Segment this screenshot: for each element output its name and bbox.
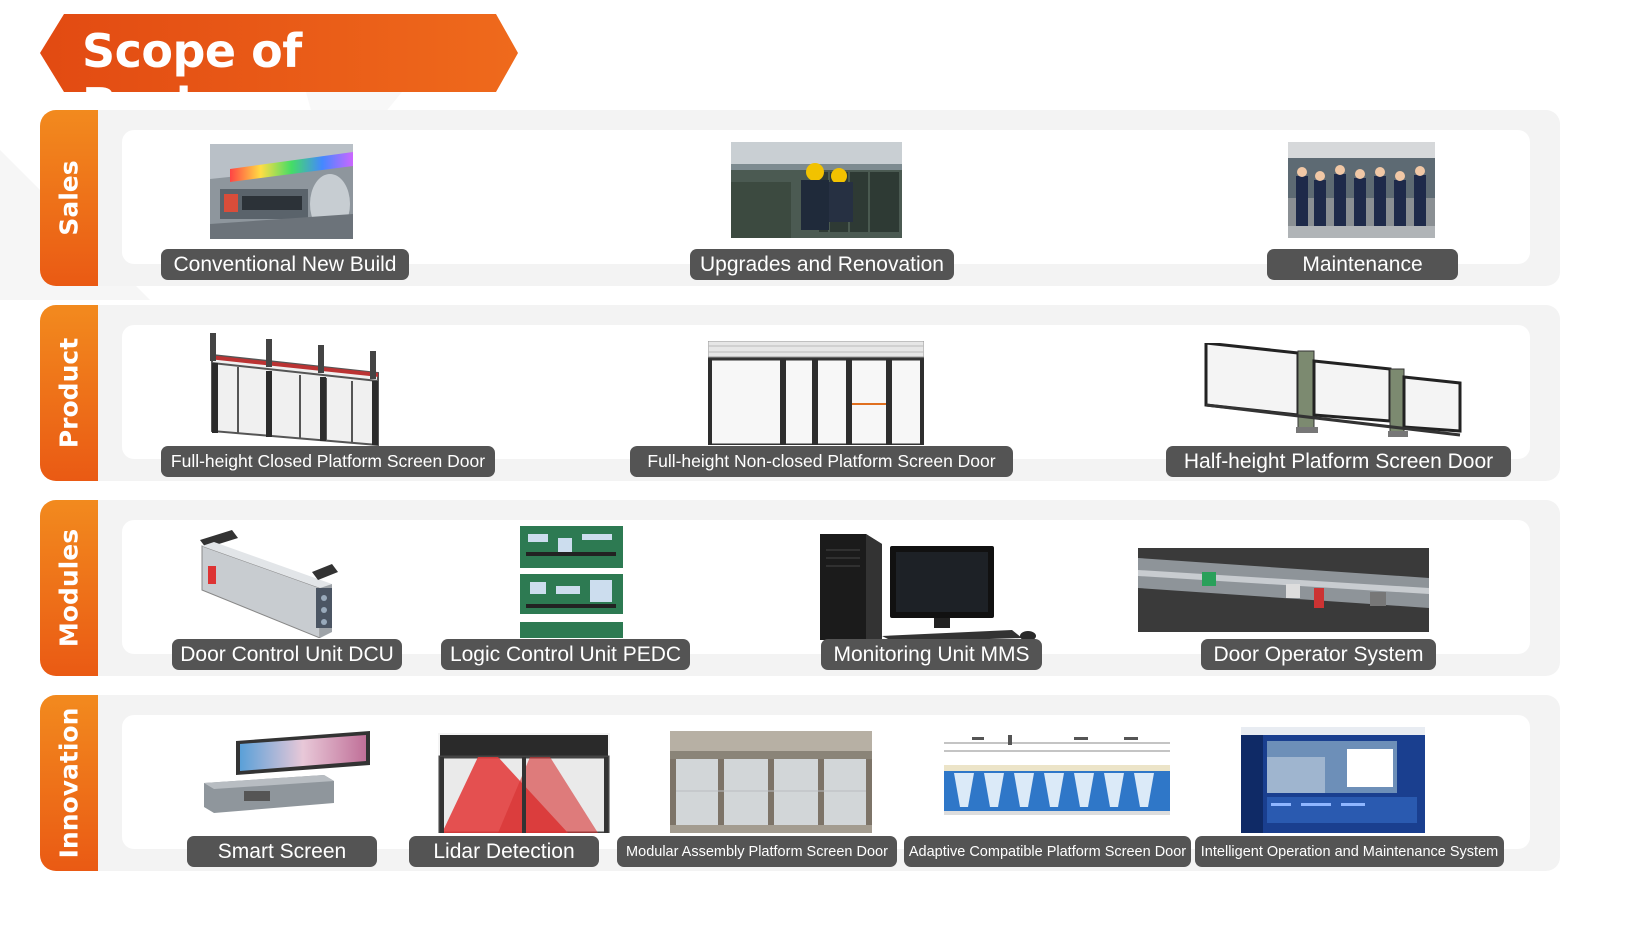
label-smart-screen: Smart Screen	[187, 836, 377, 867]
label-upgrades-and-renovation: Upgrades and Renovation	[690, 249, 954, 280]
row-tab-sales: Sales	[40, 110, 98, 286]
label-conventional-new-build: Conventional New Build	[161, 249, 409, 280]
smart-screen-image	[204, 731, 374, 815]
row-tab-innovation: Innovation	[40, 695, 98, 871]
label-monitoring-unit: Monitoring Unit MMS	[821, 639, 1042, 670]
maintenance-crew-image	[1288, 142, 1435, 238]
label-modular-assembly-psd: Modular Assembly Platform Screen Door	[617, 836, 897, 867]
door-control-unit-image	[192, 526, 348, 638]
banner-shape	[40, 14, 518, 92]
label-intelligent-om-system: Intelligent Operation and Maintenance Sy…	[1195, 836, 1504, 867]
row-tab-label: Product	[54, 337, 84, 449]
station-photo-image	[210, 144, 353, 239]
modular-assembly-door-image	[670, 731, 872, 833]
row-modules: Modules Door Control Unit DCU	[40, 500, 1560, 676]
row-product: Product Full-height Clos	[40, 305, 1560, 481]
half-height-door-image	[1202, 343, 1464, 443]
monitoring-computer-image	[816, 534, 1046, 642]
row-sales: Sales Conventional New Build	[40, 110, 1560, 286]
row-tab-product: Product	[40, 305, 98, 481]
logic-control-board-image	[518, 524, 625, 638]
label-lidar-detection: Lidar Detection	[409, 836, 599, 867]
label-door-operator-system: Door Operator System	[1201, 639, 1436, 670]
label-full-height-nonclosed-psd: Full-height Non-closed Platform Screen D…	[630, 446, 1013, 477]
workers-photo-image	[731, 142, 902, 238]
row-tab-label: Sales	[54, 160, 84, 236]
label-logic-control-unit: Logic Control Unit PEDC	[441, 639, 690, 670]
title-banner: Scope of Business	[40, 14, 518, 132]
row-tab-label: Innovation	[54, 707, 84, 859]
label-adaptive-compatible-psd: Adaptive Compatible Platform Screen Door	[904, 836, 1191, 867]
adaptive-compatible-door-image	[944, 729, 1170, 825]
intelligent-om-dashboard-image	[1241, 727, 1425, 833]
door-operator-system-image	[1138, 548, 1429, 632]
lidar-detection-image	[438, 733, 610, 833]
label-door-control-unit: Door Control Unit DCU	[172, 639, 402, 670]
row-tab-modules: Modules	[40, 500, 98, 676]
label-half-height-psd: Half-height Platform Screen Door	[1166, 446, 1511, 477]
label-full-height-closed-psd: Full-height Closed Platform Screen Door	[161, 446, 495, 477]
row-tab-label: Modules	[54, 528, 84, 648]
row-innovation: Innovation Smart Screen Lidar	[40, 695, 1560, 871]
full-height-closed-door-image	[208, 333, 383, 449]
full-height-nonclosed-door-image	[708, 341, 924, 445]
label-maintenance: Maintenance	[1267, 249, 1458, 280]
